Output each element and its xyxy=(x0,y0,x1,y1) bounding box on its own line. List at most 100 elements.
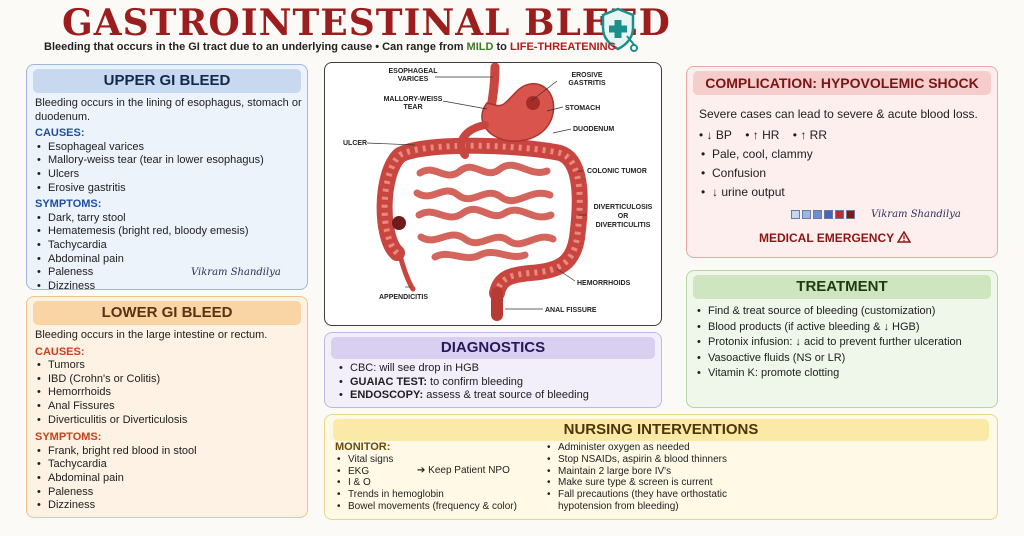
list-item: Hemorrhoids xyxy=(35,386,303,400)
label-anal-fissure: ANAL FISSURE xyxy=(545,307,597,314)
list-item: Tachycardia xyxy=(35,458,303,472)
npo-note: ➔ Keep Patient NPO xyxy=(417,465,510,476)
colonic-tumor-spot xyxy=(392,216,406,230)
severity-swatches xyxy=(791,210,855,219)
list-item: Tumors xyxy=(35,359,303,373)
label-leader-lines xyxy=(366,76,587,310)
upper-gi-body: Bleeding occurs in the lining of esophag… xyxy=(35,97,303,293)
colon-haustra xyxy=(381,142,583,294)
list-item: Paleness xyxy=(35,266,303,280)
label-colonic-tumor: COLONIC TUMOR xyxy=(587,168,647,175)
warning-icon xyxy=(896,230,912,243)
list-item: Confusion xyxy=(699,164,991,183)
diag-text: assess & treat source of bleeding xyxy=(423,389,589,402)
label-duodenum: DUODENUM xyxy=(573,126,614,133)
diagnostics-title: DIAGNOSTICS xyxy=(331,337,655,359)
list-item: Protonix infusion: ↓ acid to prevent fur… xyxy=(695,335,991,351)
complication-title: COMPLICATION: HYPOVOLEMIC SHOCK xyxy=(693,71,991,95)
lower-causes-list: Tumors IBD (Crohn's or Colitis) Hemorrho… xyxy=(35,359,303,427)
list-item: GUAIAC TEST: to confirm bleeding xyxy=(337,376,655,390)
label-ulcer: ULCER xyxy=(343,140,367,147)
subtitle-text: Bleeding that occurs in the GI tract due… xyxy=(44,41,464,53)
severity-swatch xyxy=(813,210,822,219)
label-hemorrhoids: HEMORRHOIDS xyxy=(577,280,631,287)
upper-gi-description: Bleeding occurs in the lining of esophag… xyxy=(35,97,302,123)
treatment-body: Find & treat source of bleeding (customi… xyxy=(695,304,991,382)
list-item: Hematemesis (bright red, bloody emesis) xyxy=(35,225,303,239)
nursing-interventions-card: NURSING INTERVENTIONS MONITOR: Vital sig… xyxy=(324,414,998,520)
vital-bp: • ↓ BP xyxy=(699,128,732,142)
list-item: I & O xyxy=(335,477,535,489)
medical-emergency-text: MEDICAL EMERGENCY xyxy=(759,231,894,245)
diag-bold: GUAIAC TEST: xyxy=(350,375,427,388)
monitor-label: MONITOR: xyxy=(335,441,391,453)
list-item: EKG xyxy=(335,466,535,478)
list-item: Abdominal pain xyxy=(35,472,303,486)
gi-tract-diagram-card: ESOPHAGEAL VARICES MALLORY-WEISS TEAR UL… xyxy=(324,62,662,326)
list-item: Make sure type & screen is current xyxy=(545,477,745,489)
severity-swatch xyxy=(846,210,855,219)
complication-signature: Vikram Shandilya xyxy=(871,209,961,220)
label-esophageal-varices-2: VARICES xyxy=(398,76,429,83)
list-item: Paleness xyxy=(35,486,303,500)
label-mallory-weiss: MALLORY-WEISS xyxy=(384,96,443,103)
list-item: Abdominal pain xyxy=(35,253,303,267)
list-item: Frank, bright red blood in stool xyxy=(35,445,303,459)
severity-swatch xyxy=(791,210,800,219)
small-intestine-shape xyxy=(413,161,557,262)
list-item: Erosive gastritis xyxy=(35,182,303,196)
list-item: Stop NSAIDs, aspirin & blood thinners xyxy=(545,454,745,466)
lower-gi-description: Bleeding occurs in the large intestine o… xyxy=(35,329,268,341)
appendix-shape xyxy=(398,256,416,292)
list-item: Dark, tarry stool xyxy=(35,212,303,226)
list-item: Bowel movements (frequency & color) xyxy=(335,501,535,513)
page-title: GASTROINTESTINAL BLEED xyxy=(62,2,671,44)
list-item: Administer oxygen as needed xyxy=(545,442,745,454)
subtitle-threat: LIFE-THREATENING xyxy=(509,41,617,53)
complication-list: Pale, cool, clammy Confusion ↓ urine out… xyxy=(699,145,991,202)
list-item: Blood products (if active bleeding & ↓ H… xyxy=(695,320,991,336)
subtitle-to: to xyxy=(496,41,507,53)
lower-gi-title: LOWER GI BLEED xyxy=(33,301,301,325)
nursing-actions-list: Administer oxygen as needed Stop NSAIDs,… xyxy=(545,442,745,513)
list-item: Diverticulitis or Diverticulosis xyxy=(35,414,303,428)
severity-swatch xyxy=(802,210,811,219)
label-diverticulosis: DIVERTICULOSIS xyxy=(594,204,653,211)
nursing-title: NURSING INTERVENTIONS xyxy=(333,419,989,441)
list-item: Fall precautions (they have orthostatic … xyxy=(545,489,745,513)
label-erosive-gastritis: EROSIVE xyxy=(571,72,602,79)
list-item: Vitamin K: promote clotting xyxy=(695,366,991,382)
list-item: ENDOSCOPY: assess & treat source of blee… xyxy=(337,389,655,403)
nursing-monitor-column: MONITOR: Vital signs EKG I & O Trends in… xyxy=(335,441,535,513)
label-stomach: STOMACH xyxy=(565,105,600,112)
upper-symptoms-list: Dark, tarry stool Hematemesis (bright re… xyxy=(35,212,303,294)
list-item: Maintain 2 large bore IV's xyxy=(545,466,745,478)
list-item: Pale, cool, clammy xyxy=(699,145,991,164)
list-item: Vasoactive fluids (NS or LR) xyxy=(695,351,991,367)
erosive-gastritis-spot xyxy=(526,96,540,110)
upper-gi-title: UPPER GI BLEED xyxy=(33,69,301,93)
list-item: Trends in hemoglobin xyxy=(335,489,535,501)
list-item: IBD (Crohn's or Colitis) xyxy=(35,373,303,387)
upper-signature: Vikram Shandilya xyxy=(191,267,281,278)
label-esophageal-varices: ESOPHAGEAL xyxy=(388,68,438,75)
vital-hr: • ↑ HR xyxy=(745,128,780,142)
list-item: ↓ urine output xyxy=(699,183,991,202)
treatment-title: TREATMENT xyxy=(693,275,991,299)
vitals-row: • ↓ BP • ↑ HR • ↑ RR xyxy=(699,126,991,145)
nursing-actions-column: Administer oxygen as needed Stop NSAIDs,… xyxy=(545,442,745,513)
list-item: Tachycardia xyxy=(35,239,303,253)
complication-card: COMPLICATION: HYPOVOLEMIC SHOCK Severe c… xyxy=(686,66,998,258)
label-diverticulitis: DIVERTICULITIS xyxy=(596,222,651,229)
diag-text: to confirm bleeding xyxy=(427,375,523,388)
upper-causes-list: Esophageal varices Mallory-weiss tear (t… xyxy=(35,141,303,195)
label-erosive-gastritis-2: GASTRITIS xyxy=(568,80,606,87)
label-diverticulosis-or: OR xyxy=(618,213,629,220)
list-item: Mallory-weiss tear (tear in lower esopha… xyxy=(35,154,303,168)
list-item: Anal Fissures xyxy=(35,400,303,414)
upper-gi-card: UPPER GI BLEED Bleeding occurs in the li… xyxy=(26,64,308,293)
lower-symptoms-label: SYMPTOMS: xyxy=(35,431,102,444)
severity-swatch xyxy=(835,210,844,219)
page-subtitle: Bleeding that occurs in the GI tract due… xyxy=(44,41,616,53)
medical-emergency: MEDICAL EMERGENCY xyxy=(759,230,912,245)
